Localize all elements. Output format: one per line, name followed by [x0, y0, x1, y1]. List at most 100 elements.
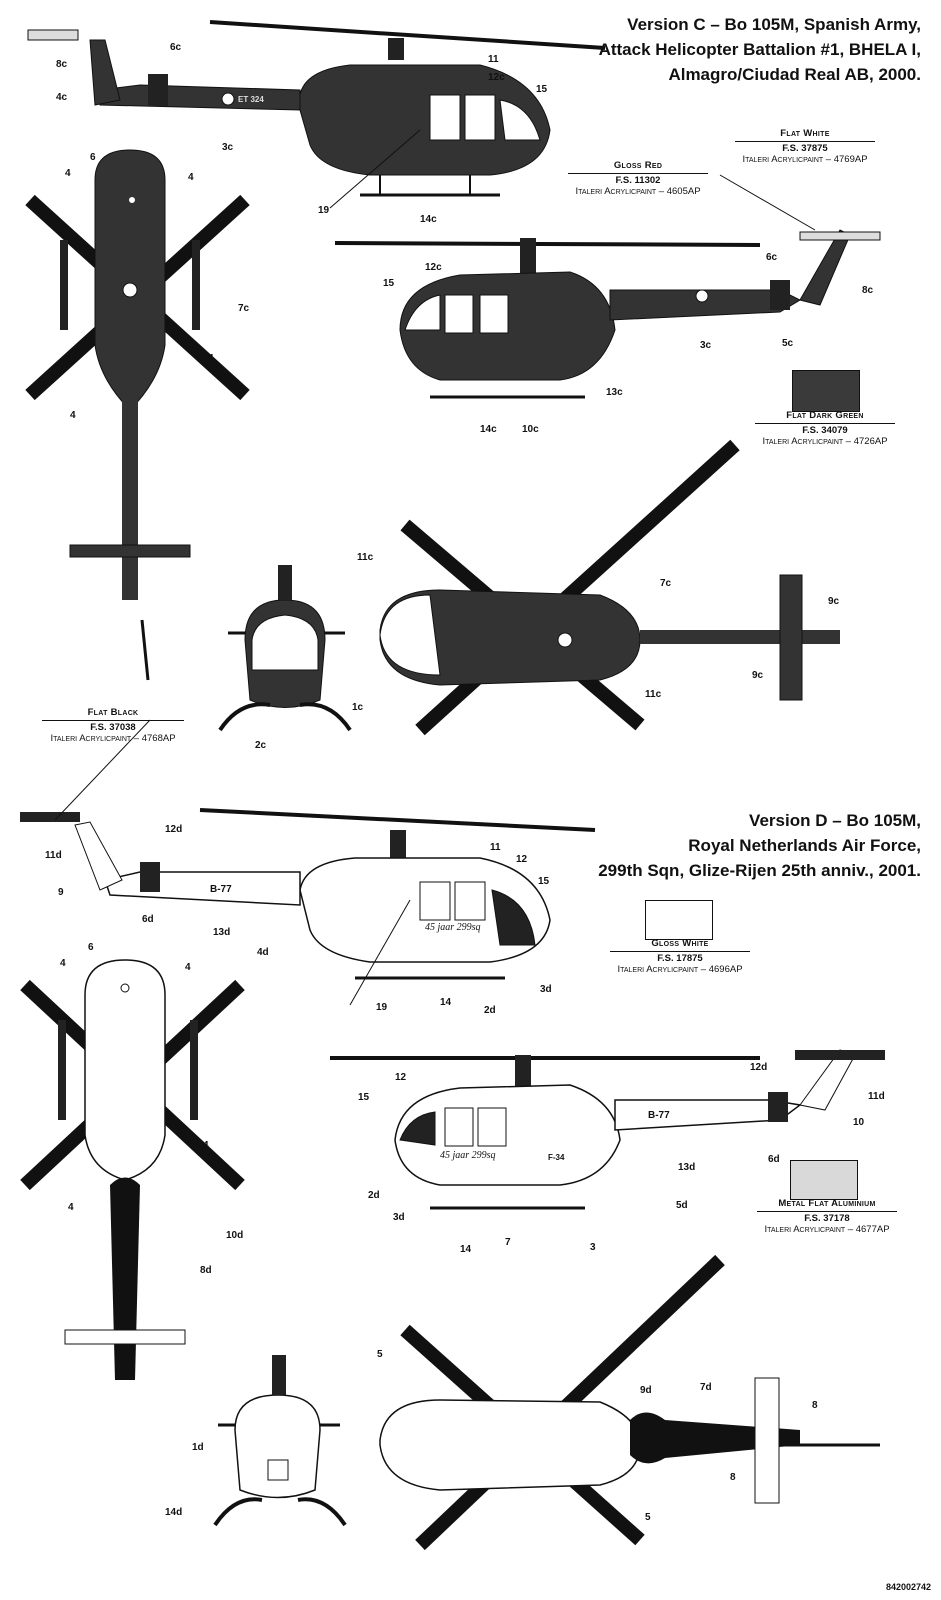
callout-label: 11: [488, 54, 499, 65]
roundel: [695, 289, 709, 303]
callout-label: 4: [68, 1202, 74, 1213]
callout-label: 9c: [752, 670, 764, 681]
callout-label: 11d: [868, 1091, 885, 1102]
paint-name: Metal Flat Aluminium: [778, 1198, 876, 1209]
callout-label: 1d: [192, 1442, 204, 1453]
callout-label: 4: [185, 962, 191, 973]
callout-label: 4: [188, 172, 194, 183]
windshield: [251, 614, 319, 671]
version-d-top-view: [20, 959, 245, 1380]
tail-boom: [640, 630, 840, 644]
callout-label: 15: [358, 1092, 370, 1103]
paint-acrylic-code: Italeri Acrylicpaint – 4768AP: [50, 733, 176, 744]
callout-label: 9: [58, 887, 64, 898]
registration-mark: ET 324: [238, 95, 264, 104]
callout-label: 10c: [522, 424, 539, 435]
main-rotor-blade: [199, 808, 596, 832]
version-d-title-line-2: Royal Netherlands Air Force,: [688, 836, 921, 855]
callout-label: 14c: [420, 214, 437, 225]
callout-label: 4: [60, 958, 66, 969]
paint-fs-code: F.S. 34079: [755, 423, 895, 436]
callout-label: 9c: [828, 596, 840, 607]
light: [129, 197, 135, 203]
version-c-title: Version C – Bo 105M, Spanish Army, Attac…: [599, 12, 921, 87]
callout-label: 12d: [750, 1062, 767, 1073]
cockpit: [379, 594, 441, 676]
paint-fs-code: F.S. 37038: [42, 720, 184, 733]
callout-label: 19: [318, 205, 330, 216]
callout-label: 4: [208, 353, 214, 364]
fuselage: [84, 959, 166, 1181]
callout-label: 13c: [606, 387, 623, 398]
callout-label: 7: [505, 1237, 511, 1248]
callout-label: 10: [853, 1117, 865, 1128]
landing-skid: [299, 702, 352, 732]
swatch-flat-dark-green: [792, 370, 860, 412]
leader-lines: [54, 129, 816, 1006]
stabilizer: [148, 74, 168, 106]
version-c-front-view: [218, 565, 352, 732]
callout-label: 6c: [766, 252, 778, 263]
version-d-callouts: 12d 11d 9 6d 13d 4d 19 14 11 12 15 3d 2d…: [45, 824, 885, 1523]
paint-acrylic-code: Italeri Acrylicpaint – 4726AP: [762, 436, 888, 447]
swatch-gloss-white: [645, 900, 713, 940]
version-d-title-line-3: 299th Sqn, Glize-Rijen 25th anniv., 2001…: [598, 861, 921, 880]
paint-metal-flat-aluminium: Metal Flat Aluminium F.S. 37178 Italeri …: [757, 1198, 897, 1235]
light: [120, 983, 130, 993]
tail-rotor: [795, 1050, 885, 1060]
callout-label: 14: [440, 997, 452, 1008]
windshield: [399, 1111, 436, 1146]
callout-label: 12c: [488, 72, 505, 83]
catalog-code: 842002742: [885, 1582, 931, 1592]
paint-name: Gloss White: [651, 938, 709, 949]
callout-label: 2d: [368, 1190, 380, 1201]
callout-label: 6d: [768, 1154, 780, 1165]
callout-label: 12d: [165, 824, 182, 835]
tail-fin: [74, 821, 123, 891]
paint-flat-black: Flat Black F.S. 37038 Italeri Acrylicpai…: [42, 707, 184, 744]
callout-label: 2d: [484, 1005, 496, 1016]
registration-mark: B-77: [648, 1110, 670, 1121]
nose-code-marking: F-34: [548, 1153, 565, 1162]
swatch-metal-flat-aluminium: [790, 1160, 858, 1200]
paint-fs-code: F.S. 11302: [568, 173, 708, 186]
paint-acrylic-code: Italeri Acrylicpaint – 4605AP: [575, 186, 701, 197]
callout-label: 7c: [660, 578, 672, 589]
callout-label: 12: [516, 854, 528, 865]
version-c-title-line-1: Version C – Bo 105M, Spanish Army,: [627, 15, 921, 34]
paint-acrylic-code: Italeri Acrylicpaint – 4677AP: [764, 1224, 890, 1235]
landing-skid: [218, 702, 271, 732]
version-d-title-line-1: Version D – Bo 105M,: [749, 811, 921, 830]
anniversary-marking: 45 jaar 299sq: [425, 922, 481, 933]
callout-label: 6: [88, 942, 94, 953]
landing-skid: [213, 1497, 263, 1527]
tail-boom: [614, 1099, 802, 1131]
callout-label: 11: [490, 842, 501, 853]
fuselage: [234, 1394, 321, 1499]
tail-boom: [630, 1412, 800, 1464]
callout-label: 13d: [213, 927, 230, 938]
version-d-title: Version D – Bo 105M, Royal Netherlands A…: [598, 808, 921, 883]
version-c-title-line-3: Almagro/Ciudad Real AB, 2000.: [668, 65, 921, 84]
landing-skid: [297, 1497, 347, 1527]
callout-label: 11d: [45, 850, 62, 861]
callout-label: 5d: [676, 1200, 688, 1211]
callout-label: 19: [376, 1002, 388, 1013]
callout-label: 3: [590, 1242, 596, 1253]
callout-label: 12c: [425, 262, 442, 273]
registration-mark: B-77: [210, 884, 232, 895]
callout-label: 6c: [170, 42, 182, 53]
paint-name: Flat White: [780, 128, 830, 139]
callout-label: 10d: [226, 1230, 243, 1241]
callout-label: 4c: [56, 92, 68, 103]
windshield: [499, 99, 541, 141]
callout-label: 7c: [238, 303, 250, 314]
tail-fin: [799, 229, 851, 306]
callout-label: 4: [65, 168, 71, 179]
roundel: [122, 282, 138, 298]
paint-fs-code: F.S. 17875: [610, 951, 750, 964]
callout-label: 6d: [142, 914, 154, 925]
cabin-window: [464, 94, 496, 141]
callout-label: 15: [383, 278, 395, 289]
fuselage: [379, 1399, 641, 1491]
